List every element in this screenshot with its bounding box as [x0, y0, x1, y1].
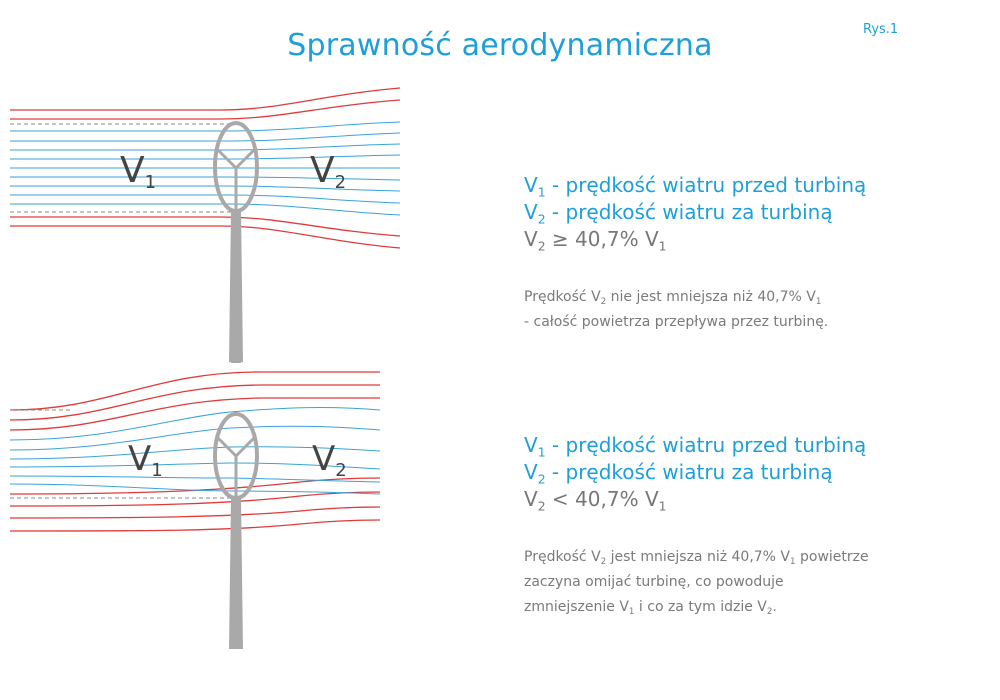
desc-line: zaczyna omijać turbinę, co powoduje: [524, 574, 784, 590]
panel1-description: Prędkość V2 nie jest mniejsza niż 40,7% …: [524, 285, 828, 335]
red-streamline: [10, 99, 401, 120]
red-streamline: [9, 371, 380, 411]
blue-streamlines: [10, 121, 401, 216]
panel2-description: Prędkość V2 jest mniejsza niż 40,7% V1 p…: [524, 545, 869, 620]
desc-line: - całość powietrza przepływa przez turbi…: [524, 314, 829, 330]
red-streamline: [9, 477, 381, 495]
panel2-flow: [9, 371, 381, 532]
v2-label: V2: [312, 439, 347, 481]
condition: V2 < 40,7% V1: [524, 487, 667, 514]
red-streamline: [9, 397, 380, 431]
condition: V2 ≥ 40,7% V1: [524, 227, 667, 254]
legend-v2: V2 - prędkość wiatru za turbiną: [524, 460, 833, 487]
red-streamline: [10, 225, 401, 249]
panel1-flow: [10, 87, 401, 249]
figure-label: Rys.1: [863, 22, 899, 37]
v1-label: V1: [120, 150, 156, 193]
turbine-2: [213, 412, 259, 649]
legend-v1: V1 - prędkość wiatru przed turbiną: [524, 433, 867, 460]
desc-line: Prędkość V2 nie jest mniejsza niż 40,7% …: [524, 289, 822, 308]
desc-line: Prędkość V2 jest mniejsza niż 40,7% V1 p…: [524, 549, 869, 568]
v2-label: V2: [310, 150, 346, 193]
panel1-legend: V1 - prędkość wiatru przed turbiną V2 - …: [524, 172, 866, 253]
red-streamline: [9, 519, 381, 532]
desc-line: zmniejszenie V1 i co za tym idzie V2.: [524, 599, 777, 618]
red-streamline: [9, 384, 380, 421]
red-streamline: [9, 506, 381, 519]
red-streamline: [10, 216, 401, 237]
page-title: Sprawność aerodynamiczna: [287, 28, 713, 63]
red-streamline: [10, 87, 401, 111]
turbine-1: [213, 121, 259, 363]
v1-label: V1: [128, 439, 163, 481]
panel2-legend: V1 - prędkość wiatru przed turbiną V2 - …: [524, 432, 866, 513]
legend-v1: V1 - prędkość wiatru przed turbiną: [524, 173, 867, 200]
legend-v2: V2 - prędkość wiatru za turbiną: [524, 200, 833, 227]
